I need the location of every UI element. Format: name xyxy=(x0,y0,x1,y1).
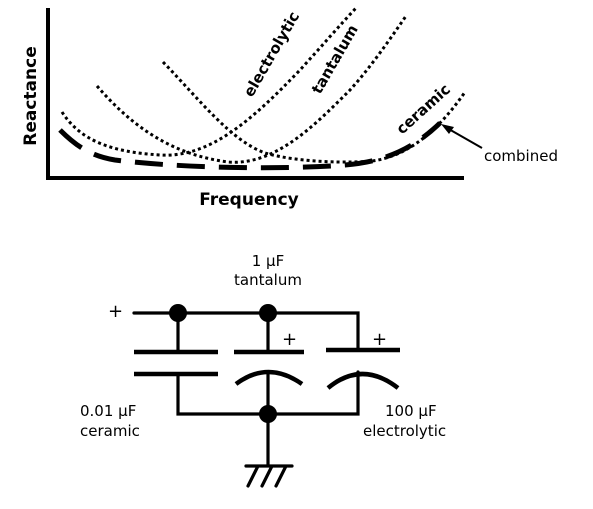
tantalum-type-label: tantalum xyxy=(234,271,302,289)
electrolytic-type-label: electrolytic xyxy=(363,422,446,440)
ground-symbol xyxy=(244,464,294,488)
electrolytic-value-label: 100 μF xyxy=(385,402,437,420)
combined-pointer-arrowhead xyxy=(441,124,454,134)
electrolytic-plus-sign: + xyxy=(372,329,387,350)
ceramic-value-label: 0.01 μF xyxy=(80,402,136,420)
top-rail-wire xyxy=(132,311,360,350)
electrolytic-curve xyxy=(60,6,358,157)
tantalum-plus-sign: + xyxy=(282,329,297,350)
ceramic-curve-label: ceramic xyxy=(393,80,454,138)
combined-curve-label: combined xyxy=(484,147,558,165)
electrolytic-capacitor-curved-plate xyxy=(326,371,400,390)
combined-pointer-line xyxy=(446,127,483,149)
ceramic-type-label: ceramic xyxy=(80,422,140,440)
combined-curve xyxy=(58,121,442,171)
supply-plus-sign: + xyxy=(108,301,123,322)
x-axis-label: Frequency xyxy=(199,190,299,210)
y-axis-label: Reactance xyxy=(21,46,41,145)
decoupling-circuit: + + + 1 μF tantalum 0.01 μF ceramic 100 … xyxy=(80,252,446,488)
top-junction-ceramic xyxy=(169,304,187,322)
bottom-junction-ground xyxy=(259,405,277,423)
reactance-plot: Reactance Frequency electrolytic tantalu… xyxy=(21,6,558,210)
tantalum-value-label: 1 μF xyxy=(252,252,284,270)
electrolytic-curve-label: electrolytic xyxy=(240,8,303,100)
plot-axes xyxy=(46,8,464,180)
top-junction-tantalum xyxy=(259,304,277,322)
ceramic-curve xyxy=(161,60,467,164)
tantalum-curve xyxy=(95,15,408,164)
